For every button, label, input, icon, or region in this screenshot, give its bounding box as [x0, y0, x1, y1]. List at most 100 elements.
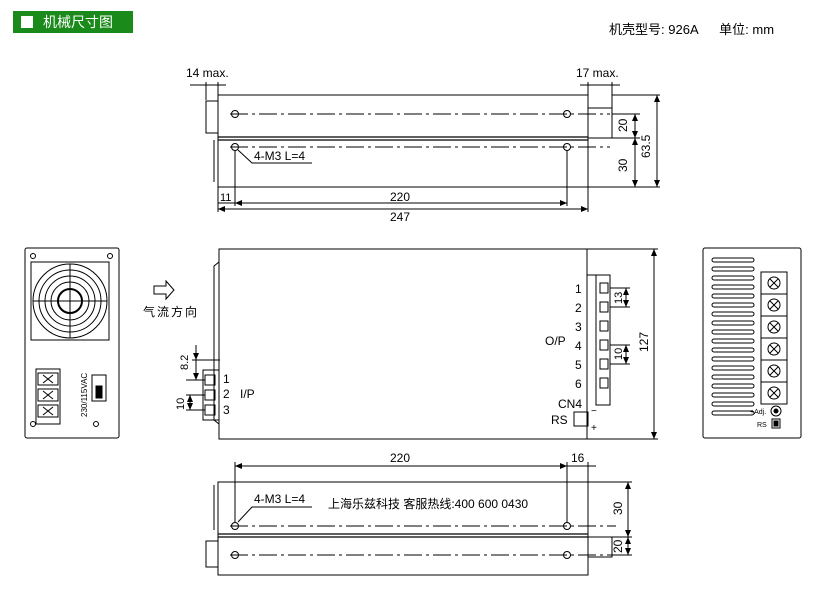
voltage-switch[interactable] [91, 374, 107, 402]
contact-info: 上海乐兹科技 客服热线:400 600 0430 [328, 496, 528, 511]
terminal-screw-cross [769, 322, 779, 332]
airflow-indicator: 气流方向 [143, 279, 199, 319]
header-square-icon [21, 16, 33, 28]
vent-slot [711, 374, 755, 380]
dim-127-label: 127 [637, 332, 651, 352]
cn4-connector [573, 411, 589, 427]
voltage-switch-knob [95, 385, 103, 399]
op-pin-1: 1 [575, 282, 582, 296]
cn4-label: CN4 [558, 397, 582, 411]
terminal-screw-cross [769, 366, 779, 376]
dim-30-bottom-label: 30 [611, 501, 625, 515]
voltage-label: 230/115VAC [80, 373, 89, 417]
screw-hole [30, 253, 36, 259]
left-side-body [24, 247, 120, 439]
vent-slot [711, 338, 755, 344]
terminal-cell [37, 372, 59, 386]
top-view [190, 82, 660, 212]
ip-pin-2: 2 [223, 387, 230, 401]
rs-connector-pin [773, 420, 779, 427]
dim-30-label: 30 [616, 158, 630, 172]
terminal-x-marks [42, 374, 54, 416]
dim-8-2-label: 8.2 [179, 355, 191, 370]
max-left-label: 14 max. [186, 66, 229, 80]
airflow-label: 气流方向 [143, 304, 199, 319]
screw-hole [231, 551, 239, 559]
top-right-terminal [587, 107, 613, 139]
dim-11-label: 11 [220, 192, 231, 204]
dim-247-label: 247 [390, 210, 410, 224]
top-left-terminal [205, 100, 219, 134]
vent-slot [711, 401, 755, 407]
dim-63-5-label: 63.5 [639, 134, 653, 158]
top-view-labels: 14 max. 17 max. 20 30 63.5 4-M3 L=4 11 2… [186, 66, 653, 224]
terminal-screw [767, 320, 781, 334]
fan-frame [30, 261, 110, 341]
unit-label: 单位: [719, 22, 749, 37]
model-label: 机壳型号: [609, 22, 665, 37]
op-terminal-block [595, 274, 611, 406]
op-pin-2: 2 [575, 301, 582, 315]
op-pin-4: 4 [575, 339, 582, 353]
screw-hole [231, 110, 239, 118]
screw-hole [563, 110, 571, 118]
op-pin [599, 320, 609, 332]
dim-220-bottom-label: 220 [390, 451, 410, 465]
cn4-plus: + [591, 423, 597, 434]
bottom-right-terminal [587, 536, 613, 558]
terminal-cell [37, 388, 59, 402]
terminal-screw [767, 298, 781, 312]
dim-10-op-label: 10 [613, 348, 625, 360]
right-side-view [702, 247, 802, 439]
section-header: 机械尺寸图 [13, 11, 133, 33]
terminal-screw [767, 276, 781, 290]
vent-slot [711, 347, 755, 353]
header-title: 机械尺寸图 [43, 14, 113, 30]
op-pin-5: 5 [575, 358, 582, 372]
screw-leader-bottom [237, 506, 312, 523]
ip-label: I/P [240, 387, 255, 401]
rs-connector [771, 418, 781, 429]
front-left-edge [213, 261, 220, 425]
bottom-view-labels: 220 16 4-M3 L=4 上海乐兹科技 客服热线:400 600 0430… [254, 451, 625, 553]
op-pin-6: 6 [575, 377, 582, 391]
max-right-label: 17 max. [576, 66, 619, 80]
dim-13-label: 13 [613, 292, 625, 304]
adj-label: +Adj. [750, 409, 766, 416]
front-view-labels: 8.2 10 1 2 3 I/P 1 2 3 4 5 6 O/P 13 10 1… [175, 282, 651, 434]
vent-slot [711, 392, 755, 398]
bottom-view-body [217, 481, 589, 576]
screw-note-label: 4-M3 L=4 [254, 149, 305, 163]
input-terminal-block [35, 368, 61, 425]
dim-10-label: 10 [175, 398, 187, 410]
right-rs-label: RS [757, 422, 767, 429]
screw-hole [93, 421, 99, 427]
terminal-screw [767, 386, 781, 400]
vent-slot [711, 383, 755, 389]
adj-potentiometer[interactable] [770, 405, 782, 417]
op-pin [599, 301, 609, 313]
bottom-left-terminal [205, 540, 219, 568]
op-pin [599, 282, 609, 294]
screw-leader [237, 149, 312, 164]
op-pin-3: 3 [575, 320, 582, 334]
cn4-minus: − [591, 406, 597, 417]
vent-slot [711, 257, 755, 263]
screw-note-bottom-label: 4-M3 L=4 [254, 492, 305, 506]
terminal-screw-cross [769, 300, 779, 310]
airflow-arrow-icon [153, 279, 175, 301]
screw-hole [30, 421, 36, 427]
screw-hole [563, 551, 571, 559]
left-side-view [24, 247, 120, 439]
screw-hole [231, 522, 239, 530]
vent-slot [711, 275, 755, 281]
top-view-body [217, 94, 589, 188]
screw-hole [563, 522, 571, 530]
terminal-screw-cross [769, 388, 779, 398]
vent-slot [711, 365, 755, 371]
vent-slot [711, 266, 755, 272]
dim-20-bottom-label: 20 [611, 539, 625, 553]
vent-slot [711, 284, 755, 290]
terminal-cell [37, 404, 59, 418]
